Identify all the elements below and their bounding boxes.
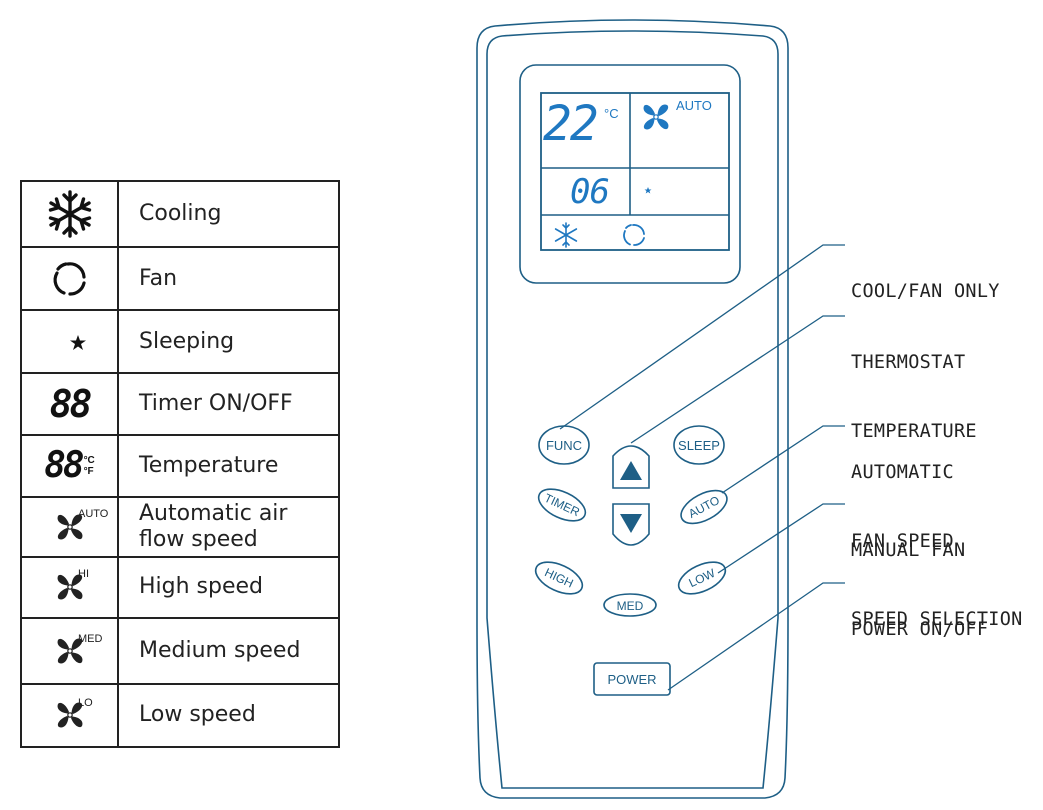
fan-tag: LO (78, 696, 93, 709)
sleep-button[interactable]: SLEEP (673, 425, 725, 465)
auto-button[interactable]: AUTO (676, 484, 732, 530)
med-button[interactable]: MED (603, 593, 657, 617)
low-button[interactable]: LOW (674, 556, 730, 601)
fan-auto-icon (57, 514, 82, 540)
lcd-timer: 06 (570, 172, 609, 212)
legend-label: Temperature (117, 433, 340, 499)
legend-label: Timer ON/OFF (117, 371, 340, 436)
power-button[interactable]: POWER (593, 662, 671, 696)
legend-row-medium-speed: MED Medium speed (20, 616, 340, 685)
func-button-label: FUNC (546, 438, 582, 453)
lcd-temp-unit: °C (604, 106, 619, 121)
fan-tag: HI (78, 568, 89, 581)
legend-label: High speed (117, 556, 340, 619)
legend-row-sleeping: Sleeping (20, 309, 340, 374)
moon-star-icon (50, 324, 86, 359)
remote-control: 22 °C AUTO 06 FUNC SLEEP (476, 19, 789, 799)
high-button[interactable]: HIGH (531, 556, 587, 601)
lcd-fan-swirl-icon (623, 224, 645, 246)
sleep-button-label: SLEEP (678, 438, 720, 453)
timer-button-label: TIMER (542, 491, 582, 520)
callout-cool-fan-only: COOL/FAN ONLY (851, 281, 1000, 302)
med-button-label: MED (617, 599, 644, 613)
callout-thermostat-temperature: THERMOSTAT TEMPERATURE (851, 352, 977, 442)
lcd-display: 22 °C AUTO 06 (540, 92, 730, 251)
power-button-label: POWER (607, 672, 656, 687)
callout-manual-fan-speed: MANUAL FAN SPEED SELECTION (851, 540, 1023, 630)
func-button[interactable]: FUNC (538, 425, 590, 465)
lcd-snowflake-icon (554, 222, 578, 248)
lcd-moon-icon (635, 181, 652, 197)
temp-up-button[interactable] (612, 445, 650, 489)
lcd-temperature: 22 (543, 96, 597, 152)
legend-row-high-speed: HI High speed (20, 556, 340, 619)
temp-down-button[interactable] (612, 503, 650, 546)
legend-row-timer: 88 Timer ON/OFF (20, 371, 340, 436)
arrow-down-icon (620, 514, 642, 533)
legend-row-auto-speed: AUTO Automatic air flow speed (20, 496, 340, 559)
legend-label: Low speed (117, 682, 340, 749)
arrow-up-icon (620, 461, 642, 480)
lcd-fan-icon (643, 104, 669, 130)
fan-low-icon (57, 702, 82, 728)
fan-tag: MED (78, 632, 103, 645)
legend-label: Automatic air flow speed (117, 496, 340, 559)
timer-button[interactable]: TIMER (534, 483, 590, 528)
legend-label: Cooling (117, 179, 340, 249)
legend-row-cooling: Cooling (20, 179, 340, 249)
legend-row-temperature: 88 °C °F Temperature (20, 433, 340, 499)
segment-88-icon: 88 (49, 381, 93, 426)
celsius-unit: °C (83, 454, 95, 466)
segment-88-degree-icon: 88 (44, 445, 84, 487)
fan-high-icon (57, 574, 82, 600)
fan-med-icon (57, 638, 82, 664)
legend-label: Sleeping (117, 309, 340, 374)
legend-row-fan: Fan (20, 246, 340, 312)
callout-power-on-off: POWER ON/OFF (851, 619, 989, 640)
lcd-fan-mode: AUTO (676, 98, 712, 113)
icon-legend-table: Cooling Fan (20, 179, 340, 749)
fan-tag: AUTO (78, 508, 109, 521)
fahrenheit-unit: °F (83, 465, 94, 477)
snowflake-icon (48, 190, 91, 238)
auto-button-label: AUTO (686, 493, 722, 521)
callout-automatic-fan-speed: AUTOMATIC FAN SPEED (851, 462, 954, 552)
legend-label: Medium speed (117, 616, 340, 685)
fan-swirl-icon (53, 262, 86, 296)
legend-row-low-speed: LO Low speed (20, 682, 340, 749)
legend-label: Fan (117, 246, 340, 312)
